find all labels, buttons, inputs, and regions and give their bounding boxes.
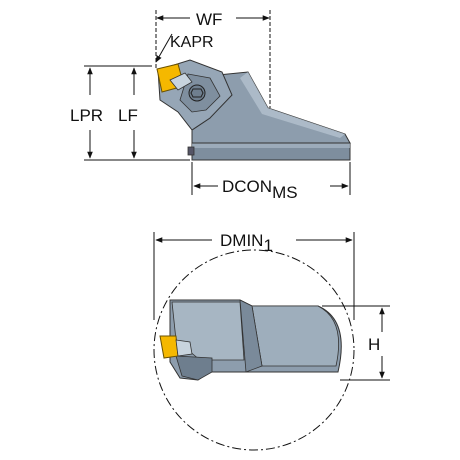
label-wf: WF bbox=[196, 10, 222, 29]
label-dmin: DMIN1 bbox=[220, 231, 273, 255]
min-bore-circle bbox=[153, 249, 355, 451]
label-lf: LF bbox=[118, 106, 138, 125]
label-dcon: DCONMS bbox=[222, 177, 298, 202]
label-lpr: LPR bbox=[70, 106, 103, 125]
label-dcon-sub: MS bbox=[272, 183, 298, 202]
label-dcon-main: DCON bbox=[222, 177, 272, 196]
end-view bbox=[153, 249, 355, 451]
end-view-insert bbox=[159, 335, 179, 359]
side-view bbox=[156, 59, 351, 161]
side-view-dimensions bbox=[84, 10, 351, 195]
label-h: H bbox=[368, 335, 380, 354]
label-kapr: KAPR bbox=[170, 34, 214, 51]
label-dmin-sub: 1 bbox=[263, 236, 272, 255]
label-dmin-main: DMIN bbox=[220, 231, 263, 250]
end-view-dimensions bbox=[153, 232, 390, 381]
